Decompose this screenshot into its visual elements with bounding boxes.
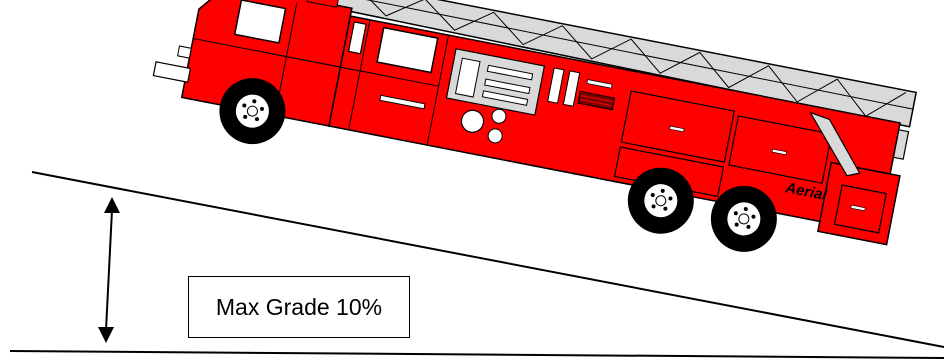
cab-window-front bbox=[235, 0, 286, 43]
fire-truck: Aerial bbox=[104, 0, 921, 279]
flat-ground-line bbox=[10, 351, 944, 358]
height-arrow bbox=[98, 197, 120, 343]
max-grade-label: Max Grade 10% bbox=[188, 276, 410, 338]
